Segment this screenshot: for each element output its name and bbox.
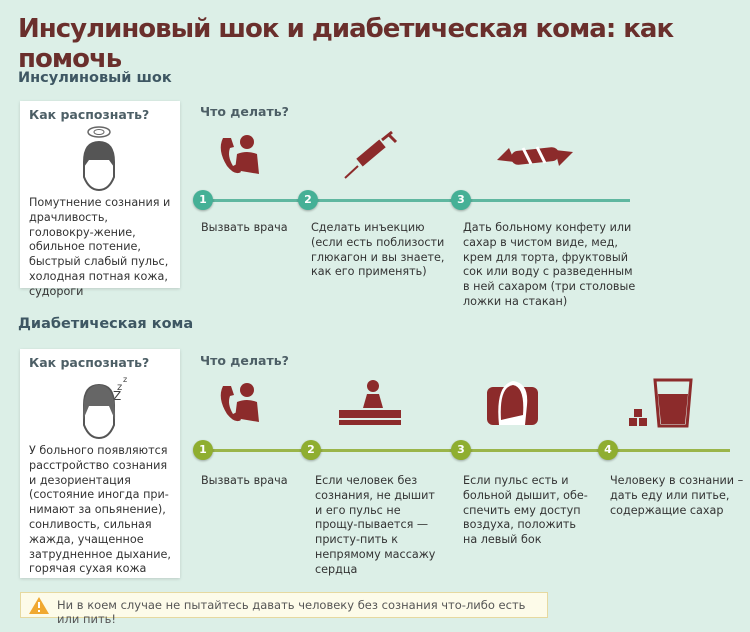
what-to-do-title: Что делать?: [200, 353, 289, 368]
candy-icon: [497, 146, 573, 166]
section-heading-insulin: Инсулиновый шок: [18, 70, 172, 86]
step-text: Человеку в сознании – дать еду или питье…: [610, 474, 744, 517]
insulin-recognize-card: Как распознать? Помутнение сознания и др…: [20, 101, 180, 298]
step-number: 1: [193, 440, 213, 460]
sleeping-head-icon: zzZ: [82, 375, 127, 440]
step-text: Вызвать врача: [201, 221, 288, 234]
recognize-title: Как распознать?: [29, 355, 150, 370]
sugar-glass-icon: [629, 378, 693, 428]
symptoms-text: У больного появляются расстройство созна…: [29, 444, 171, 576]
svg-text:z: z: [117, 382, 122, 393]
cpr-icon: [339, 380, 401, 425]
recognize-title: Как распознать?: [29, 107, 150, 122]
step-text: Дать больному конфету или сахар в чистом…: [463, 221, 636, 308]
symptoms-text: Помутнение сознания и драчливость, голов…: [29, 196, 171, 298]
svg-text:z: z: [123, 375, 127, 384]
phone-doctor-icon: [220, 135, 259, 174]
step-text: Сделать инъекцию (если есть поблизости г…: [311, 221, 445, 279]
step-number: 2: [301, 440, 321, 460]
warning-icon: [29, 597, 49, 614]
phone-doctor-icon: [220, 383, 259, 422]
syringe-icon: [344, 130, 398, 179]
step-number: 3: [451, 190, 471, 210]
dizzy-head-icon: [83, 126, 115, 192]
page-title: Инсулиновый шок и диабетическая кома: ка…: [18, 14, 674, 74]
timeline-line: [205, 199, 630, 202]
section-heading-coma: Диабетическая кома: [18, 316, 194, 332]
step-text: Вызвать врача: [201, 474, 288, 487]
step-number: 3: [451, 440, 471, 460]
svg-text:Z: Z: [113, 389, 121, 403]
what-to-do-title: Что делать?: [200, 104, 289, 119]
step-text: Если человек без сознания, не дышит и ег…: [315, 474, 436, 576]
step-number: 4: [598, 440, 618, 460]
step-text: Если пульс есть и больной дышит, обе-спе…: [463, 474, 588, 547]
step-number: 1: [193, 190, 213, 210]
step-number: 2: [298, 190, 318, 210]
warning-banner: Ни в коем случае не пытайтесь давать чел…: [20, 592, 548, 626]
warning-text: Ни в коем случае не пытайтесь давать чел…: [57, 598, 526, 626]
face-air-icon: [487, 381, 538, 425]
